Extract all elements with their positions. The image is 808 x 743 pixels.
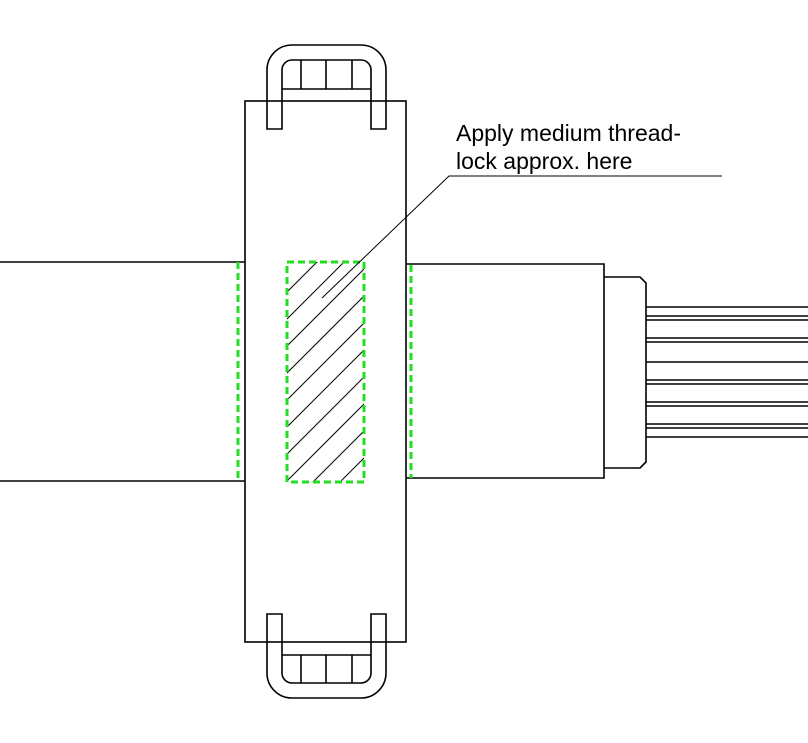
callout-text-line-1: Apply medium thread- (456, 120, 681, 146)
left-shaft (0, 261, 245, 482)
threadlock-area-marker (285, 260, 366, 484)
shaft-collar (604, 276, 647, 469)
right-shaft (406, 263, 605, 479)
top-clip (266, 44, 387, 130)
callout-text-line-2: lock approx. here (456, 148, 632, 174)
bottom-clip (266, 613, 387, 699)
threadlock-hatch (287, 262, 364, 482)
callout-leader (321, 175, 722, 299)
splined-shaft-end (646, 306, 808, 438)
hub-body (244, 100, 407, 643)
